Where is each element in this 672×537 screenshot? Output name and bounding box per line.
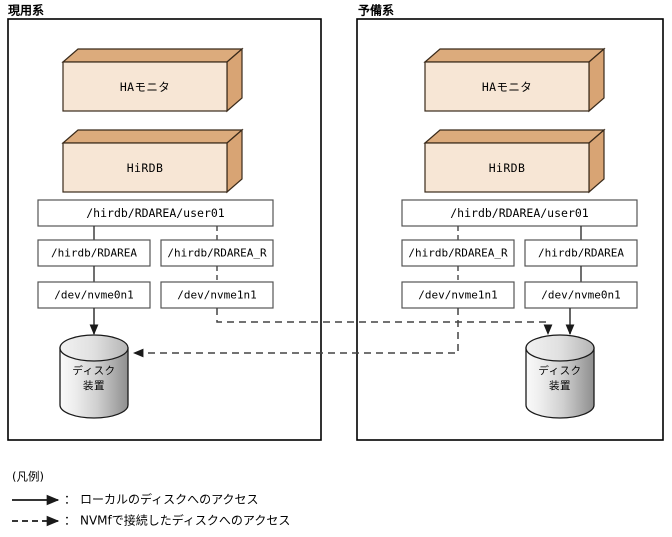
system-label-standby: 予備系 — [358, 3, 394, 18]
rdarea-left-label: /hirdb/RDAREA — [51, 247, 137, 260]
rdarea-root-box-standby — [401, 199, 638, 227]
legend-item-local: ： ローカルのディスクへのアクセス — [12, 492, 259, 507]
hirdb-label: HiRDB — [127, 161, 164, 175]
legend-nvmf-text: NVMfで接続したディスクへのアクセス — [80, 513, 290, 528]
rdarea-right-box-active — [160, 239, 274, 267]
dev-left-label: /dev/nvme1n1 — [418, 289, 497, 302]
rdarea-right-label: /hirdb/RDAREA_R — [167, 247, 267, 260]
rdarea-left-box-standby — [401, 239, 515, 267]
disk-device-standby: ディスク 装置 — [525, 334, 595, 419]
ha-monitor-box-standby: HAモニタ — [423, 47, 606, 113]
legend-title: (凡例) — [12, 470, 44, 484]
rdarea-root-label: /hirdb/RDAREA/user01 — [450, 206, 589, 220]
box-front-face — [62, 142, 228, 193]
rdarea-root-box-active — [37, 199, 274, 227]
ha-monitor-label: HAモニタ — [120, 80, 170, 94]
dev-right-box-active — [160, 281, 274, 309]
system-panel-standby: 予備系 HAモニタ HiRDB /hirdb/RDAREA/user01 /hi… — [356, 3, 664, 441]
box-front-face — [424, 142, 590, 193]
rdarea-left-label: /hirdb/RDAREA_R — [408, 247, 508, 260]
cylinder-top — [59, 334, 129, 362]
ha-monitor-box-active: HAモニタ — [61, 47, 244, 113]
legend-nvmf-separator: ： — [64, 514, 76, 528]
cylinder-body — [59, 347, 129, 419]
box-front-face — [424, 61, 590, 112]
nvmf-path-active-to-standby-disk — [216, 308, 553, 336]
dev-left-label: /dev/nvme0n1 — [54, 289, 133, 302]
legend: (凡例) ： ローカルのディスクへのアクセス ： NVMfで接続したディスクへの… — [12, 470, 290, 528]
box-front-face — [62, 61, 228, 112]
box-top-face — [61, 129, 244, 144]
box-top-face — [61, 48, 244, 63]
rdarea-left-box-active — [37, 239, 151, 267]
hirdb-box-standby: HiRDB — [423, 128, 606, 194]
rdarea-right-label: /hirdb/RDAREA — [538, 247, 624, 260]
hirdb-label: HiRDB — [489, 161, 526, 175]
cylinder-body — [525, 347, 595, 419]
box-top-face — [423, 129, 606, 144]
rdarea-root-label: /hirdb/RDAREA/user01 — [86, 206, 225, 220]
legend-local-text: ローカルのディスクへのアクセス — [80, 492, 259, 507]
ha-monitor-label: HAモニタ — [482, 80, 532, 94]
dev-right-label: /dev/nvme0n1 — [541, 289, 620, 302]
nvmf-path-standby-to-active-disk — [132, 308, 459, 358]
rdarea-right-box-standby — [524, 239, 638, 267]
legend-item-nvmf: ： NVMfで接続したディスクへのアクセス — [12, 513, 290, 528]
legend-local-separator: ： — [64, 493, 76, 507]
disk-label-line1: ディスク — [72, 364, 115, 377]
hirdb-box-active: HiRDB — [61, 128, 244, 194]
disk-device-active: ディスク 装置 — [59, 334, 129, 419]
system-label-active: 現用系 — [8, 3, 44, 18]
dev-right-label: /dev/nvme1n1 — [177, 289, 256, 302]
system-panel-active: 現用系 HAモニタ HiRDB /hirdb/RDAREA/user01 /hi… — [7, 3, 322, 441]
dev-left-box-standby — [401, 281, 515, 309]
disk-label-line2: 装置 — [83, 379, 105, 392]
disk-label-line1: ディスク — [538, 364, 581, 377]
cylinder-top — [525, 334, 595, 362]
box-top-face — [423, 48, 606, 63]
disk-label-line2: 装置 — [549, 379, 571, 392]
dev-right-box-standby — [524, 281, 638, 309]
